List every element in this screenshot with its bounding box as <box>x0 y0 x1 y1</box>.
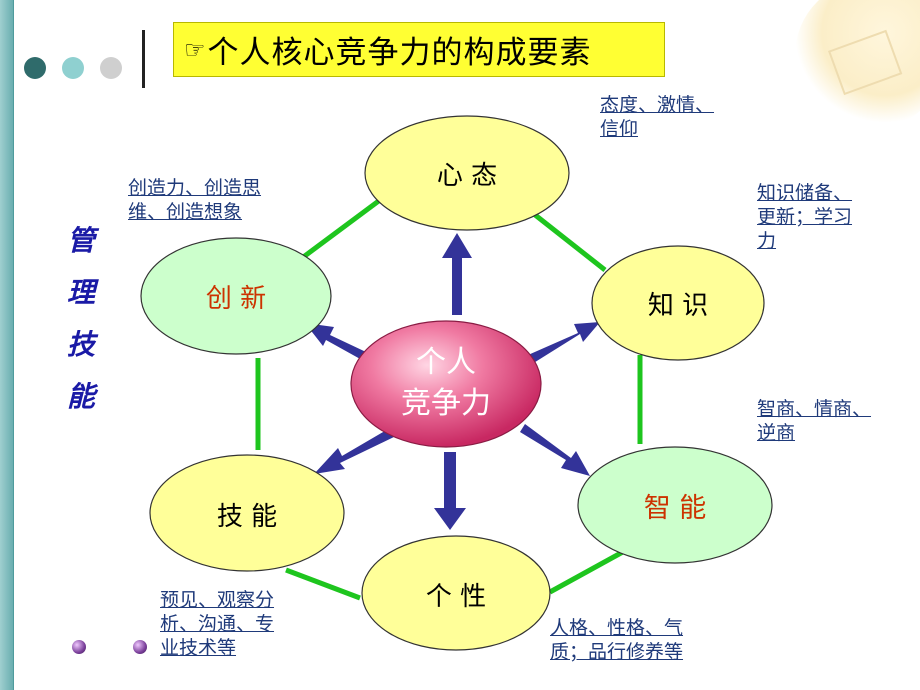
note-xintai: 态度、激情、 信仰 <box>600 93 714 141</box>
connectors <box>255 197 643 601</box>
arrow-up <box>442 233 472 315</box>
side-char: 理 <box>66 276 95 309</box>
dot-gray <box>100 57 122 79</box>
note-line: 质；品行修养等 <box>550 641 684 663</box>
node-zhishi <box>591 245 765 361</box>
note-line: 态度、激情、 <box>600 94 715 116</box>
side-char: 能 <box>66 380 95 413</box>
node-label-zhineng: 智 能 <box>644 493 707 524</box>
note-line: 更新；学习 <box>757 206 853 228</box>
node-label-jineng: 技 能 <box>217 502 277 532</box>
bullet-icon <box>72 640 86 654</box>
side-title-management-skills: 管 理 技 能 <box>63 215 99 423</box>
node-xintai <box>364 115 570 231</box>
connector-xintai-zhishi <box>523 205 607 272</box>
page-title: 个人核心竞争力的构成要素 <box>207 35 592 71</box>
note-line: 信仰 <box>600 118 639 140</box>
center-label-line1: 个人 <box>416 345 476 380</box>
arrow-right-down <box>520 424 590 476</box>
dot-dark <box>24 57 46 79</box>
corner-decoration <box>785 0 920 130</box>
note-line: 逆商 <box>757 422 796 444</box>
arrows <box>305 233 600 530</box>
hand-pointing-icon: ☞ <box>184 35 206 64</box>
note-line: 知识储备、 <box>757 182 853 204</box>
note-gexing: 人格、性格、气 质；品行修养等 <box>550 616 683 664</box>
note-line: 创造力、创造思 <box>128 177 262 199</box>
arrow-right-up <box>528 322 600 364</box>
node-chuangxin <box>140 237 332 355</box>
note-line: 人格、性格、气 <box>550 617 684 639</box>
note-line: 预见、观察分 <box>160 589 275 611</box>
bullet-icon <box>133 640 147 654</box>
note-line: 智商、情商、 <box>757 398 872 420</box>
node-label-xintai: 心 态 <box>437 161 497 191</box>
dot-teal <box>62 57 84 79</box>
connector-xintai-chuangxin <box>300 197 382 261</box>
node-label-zhishi: 知 识 <box>648 291 708 321</box>
note-line: 维、创造想象 <box>128 201 243 223</box>
header-divider <box>142 30 145 88</box>
connector-zhineng-gexing <box>548 545 632 595</box>
note-chuangxin: 创造力、创造思 维、创造想象 <box>128 176 261 224</box>
note-zhishi: 知识储备、 更新；学习 力 <box>757 181 852 253</box>
node-zhineng <box>577 446 773 564</box>
title-box: ☞ 个人核心竞争力的构成要素 <box>173 22 665 77</box>
side-char: 技 <box>66 328 95 361</box>
left-accent-bar <box>0 0 14 690</box>
node-label-chuangxin: 创 新 <box>206 284 266 314</box>
note-line: 析、沟通、专 <box>160 613 275 635</box>
center-label-line2: 竞争力 <box>401 386 491 421</box>
arrow-left-down <box>314 428 396 474</box>
node-jineng <box>149 454 345 572</box>
note-zhineng: 智商、情商、 逆商 <box>757 397 871 445</box>
arrow-down <box>434 452 466 530</box>
note-line: 业技术等 <box>160 637 237 659</box>
arrow-left-up <box>305 323 366 360</box>
node-label-gexing: 个 性 <box>426 582 486 612</box>
node-gexing <box>361 535 551 651</box>
note-jineng: 预见、观察分 析、沟通、专 业技术等 <box>160 588 274 660</box>
note-line: 力 <box>757 230 777 252</box>
node-center <box>350 320 542 448</box>
side-char: 管 <box>66 224 95 257</box>
connector-gexing-jineng <box>285 567 361 601</box>
